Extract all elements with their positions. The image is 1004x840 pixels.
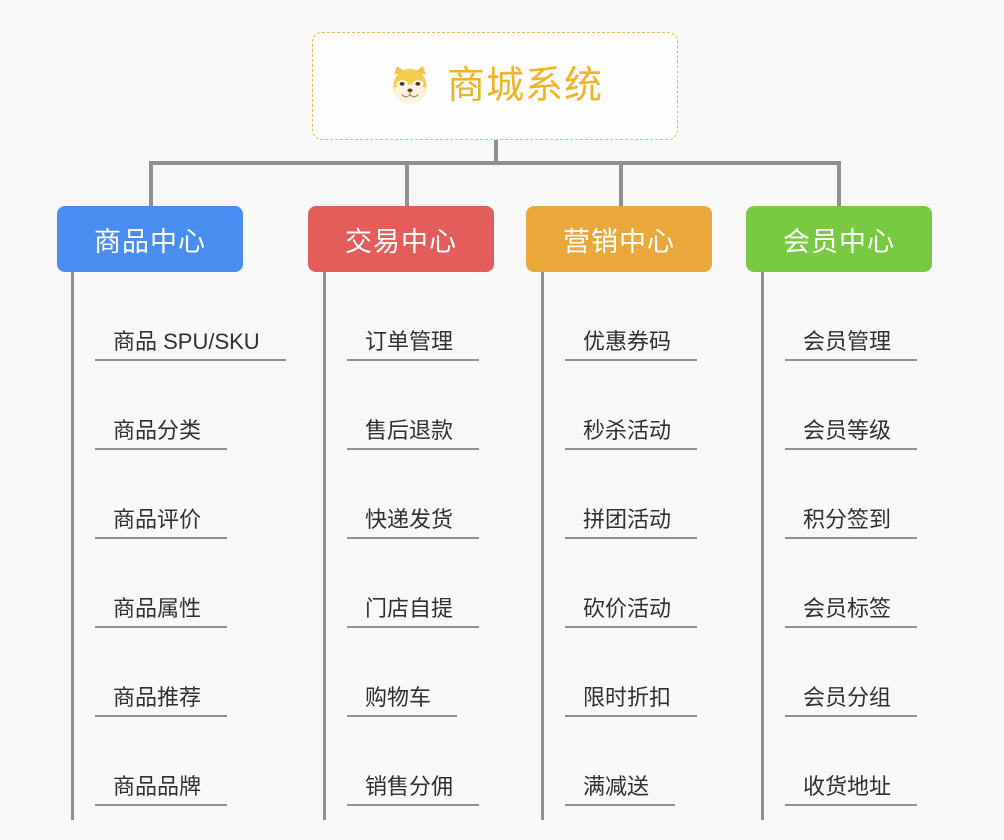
sub-item[interactable]: 商品分类 [71, 361, 286, 450]
sub-item[interactable]: 订单管理 [323, 272, 480, 361]
branch-trunk [761, 272, 764, 820]
sub-item-label: 商品品牌 [95, 774, 228, 806]
branch-trunk [541, 272, 544, 820]
branch-trunk [71, 272, 74, 820]
category-box-marketing[interactable]: 营销中心 [526, 206, 712, 272]
sub-item-label: 售后退款 [347, 418, 480, 450]
sub-item-label: 商品属性 [95, 596, 228, 628]
sub-item-label: 满减送 [565, 774, 676, 806]
branch-product: 商品 SPU/SKU 商品分类 商品评价 商品属性 商品推荐 商品品牌 [71, 272, 286, 820]
sub-item[interactable]: 商品属性 [71, 539, 286, 628]
connector-stem [494, 140, 498, 164]
branch-marketing: 优惠券码 秒杀活动 拼团活动 砍价活动 限时折扣 满减送 [541, 272, 698, 820]
sub-item[interactable]: 快递发货 [323, 450, 480, 539]
sub-item-label: 商品 SPU/SKU [95, 329, 286, 361]
sub-item-label: 收货地址 [785, 774, 918, 806]
category-label: 交易中心 [345, 226, 457, 257]
sub-item-label: 商品评价 [95, 507, 228, 539]
branch-trunk [323, 272, 326, 820]
sub-item[interactable]: 优惠券码 [541, 272, 698, 361]
category-label: 营销中心 [563, 226, 675, 257]
sub-item[interactable]: 砍价活动 [541, 539, 698, 628]
branch-trade: 订单管理 售后退款 快递发货 门店自提 购物车 销售分佣 [323, 272, 480, 820]
sub-item-label: 秒杀活动 [565, 418, 698, 450]
sub-item[interactable]: 满减送 [541, 717, 697, 806]
sub-item[interactable]: 商品推荐 [71, 628, 286, 717]
category-box-trade[interactable]: 交易中心 [308, 206, 494, 272]
sub-item[interactable]: 收货地址 [761, 717, 918, 806]
sub-item-label: 会员管理 [785, 329, 918, 361]
sub-item-label: 砍价活动 [565, 596, 698, 628]
shiba-dog-icon [387, 63, 433, 109]
category-box-member[interactable]: 会员中心 [746, 206, 932, 272]
sub-item-label: 商品推荐 [95, 685, 228, 717]
sub-item-label: 积分签到 [785, 507, 918, 539]
sub-item[interactable]: 会员标签 [761, 539, 918, 628]
branch-member: 会员管理 会员等级 积分签到 会员标签 会员分组 收货地址 [761, 272, 918, 820]
connector-drop-4 [837, 161, 841, 208]
connector-drop-1 [149, 161, 153, 208]
sub-item-label: 会员等级 [785, 418, 918, 450]
sub-item-label: 拼团活动 [565, 507, 698, 539]
category-label: 会员中心 [783, 226, 895, 257]
sub-item-label: 会员分组 [785, 685, 918, 717]
sub-item[interactable]: 会员分组 [761, 628, 918, 717]
sub-item[interactable]: 商品 SPU/SKU [71, 272, 286, 361]
sub-item-label: 快递发货 [347, 507, 480, 539]
sub-item[interactable]: 拼团活动 [541, 450, 698, 539]
sub-item[interactable]: 积分签到 [761, 450, 918, 539]
sub-item-label: 限时折扣 [565, 685, 698, 717]
sub-item[interactable]: 售后退款 [323, 361, 480, 450]
category-box-product[interactable]: 商品中心 [57, 206, 243, 272]
category-label: 商品中心 [94, 226, 206, 257]
connector-drop-2 [405, 161, 409, 208]
sub-item[interactable]: 商品品牌 [71, 717, 286, 806]
root-node[interactable]: 商城系统 [312, 32, 678, 140]
sub-item[interactable]: 商品评价 [71, 450, 286, 539]
sub-item-label: 订单管理 [347, 329, 480, 361]
sub-item[interactable]: 购物车 [323, 628, 479, 717]
sub-item-label: 会员标签 [785, 596, 918, 628]
sub-item-label: 购物车 [347, 685, 458, 717]
sub-item[interactable]: 销售分佣 [323, 717, 480, 806]
sub-item-label: 销售分佣 [347, 774, 480, 806]
sub-item[interactable]: 会员管理 [761, 272, 918, 361]
sub-item[interactable]: 秒杀活动 [541, 361, 698, 450]
sub-item[interactable]: 门店自提 [323, 539, 480, 628]
sub-item-label: 门店自提 [347, 596, 480, 628]
sub-item-label: 优惠券码 [565, 329, 698, 361]
connector-bus [149, 161, 841, 165]
sub-item-label: 商品分类 [95, 418, 228, 450]
root-title: 商城系统 [446, 65, 603, 107]
sub-item[interactable]: 会员等级 [761, 361, 918, 450]
connector-drop-3 [619, 161, 623, 208]
sub-item[interactable]: 限时折扣 [541, 628, 698, 717]
